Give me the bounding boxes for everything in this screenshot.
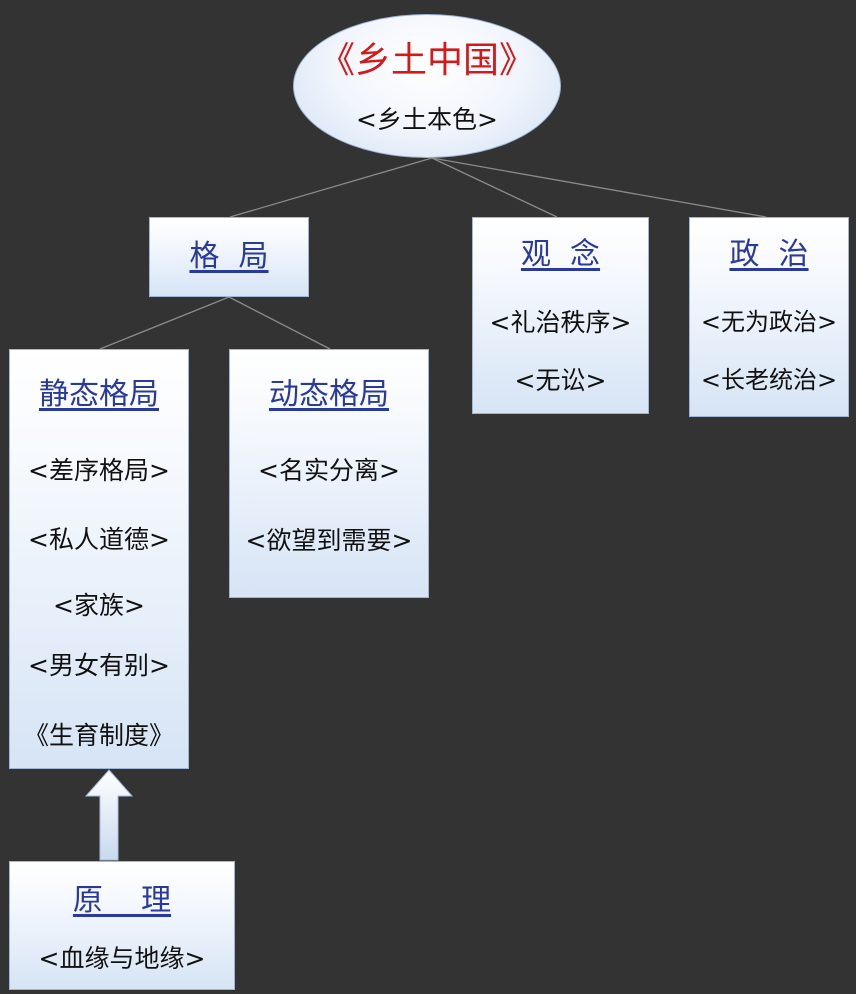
node-jingtai-item: <差序格局> [28,456,170,485]
node-jingtai-item: <家族> [53,591,145,620]
node-zhengzhi: 政 治 <无为政治> <长老统治> [689,217,849,417]
root-title: 《乡土中国》 [318,40,535,81]
node-yuanli-heading: 原 理 [72,883,172,918]
up-arrow-icon [84,769,134,861]
node-geju: 格 局 [149,217,309,297]
node-zhengzhi-heading: 政 治 [729,237,809,272]
node-dongtai-item: <欲望到需要> [245,526,413,555]
node-guannian-item: <无讼> [514,366,607,395]
node-jingtai: 静态格局 <差序格局> <私人道德> <家族> <男女有别> 《生育制度》 [9,349,189,769]
root-node: 《乡土中国》 <乡土本色> [293,14,561,158]
node-jingtai-item: 《生育制度》 [23,721,174,750]
root-subtitle: <乡土本色> [356,105,498,134]
connector-geju-dongtai [228,296,331,350]
node-jingtai-item: <男女有别> [28,651,170,680]
node-guannian-heading: 观 念 [520,237,601,272]
node-dongtai-item: <名实分离> [258,456,400,485]
node-guannian-item: <礼治秩序> [489,308,632,337]
node-jingtai-heading: 静态格局 [39,377,159,412]
connector-root-zhengzhi [431,157,767,218]
connector-geju-jingtai [99,296,230,350]
node-guannian: 观 念 <礼治秩序> <无讼> [472,217,649,414]
node-zhengzhi-item: <无为政治> [700,308,838,336]
node-yuanli-item: <血缘与地缘> [38,944,206,973]
node-dongtai-heading: 动态格局 [269,377,389,412]
connector-root-guannian [431,157,558,218]
node-jingtai-item: <私人道德> [28,525,170,554]
node-yuanli: 原 理 <血缘与地缘> [9,861,235,990]
node-zhengzhi-item: <长老统治> [700,366,838,394]
connector-root-geju [229,157,433,218]
node-geju-heading: 格 局 [189,239,269,274]
node-dongtai: 动态格局 <名实分离> <欲望到需要> [229,349,429,598]
